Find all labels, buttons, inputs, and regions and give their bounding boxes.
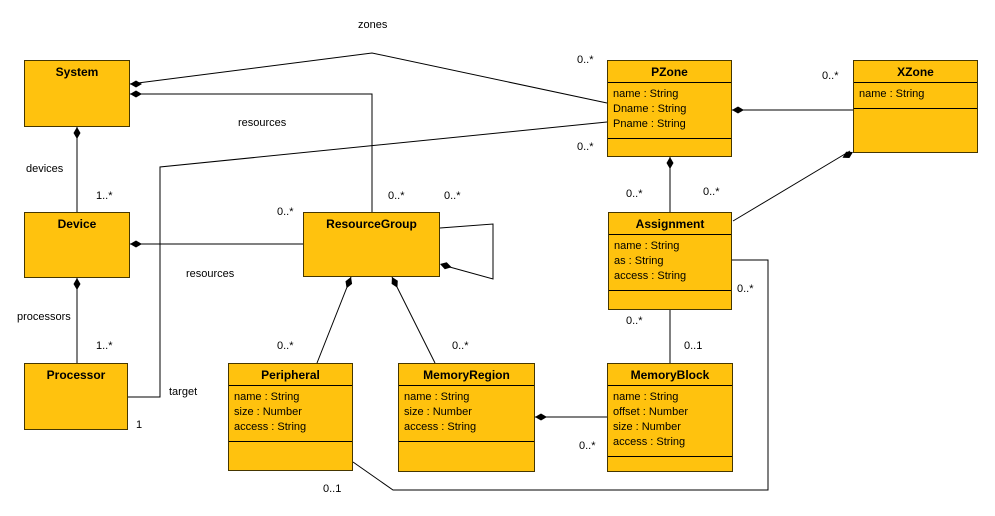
multiplicity-peripheral-assignment: 0..1 [323, 483, 342, 495]
multiplicity-target-processor: 1 [136, 419, 143, 431]
class-attribute: access : String [614, 270, 687, 282]
composition-diamond-system-resources [130, 90, 142, 98]
class-title: XZone [854, 61, 977, 83]
multiplicity-assignment-peripheral: 0..* [737, 283, 754, 295]
composition-diamond-pzone-xzone [732, 106, 744, 114]
class-title: Device [57, 217, 97, 231]
class-attribute: name : String [613, 391, 679, 403]
multiplicity-zones-pzone: 0..* [577, 54, 594, 66]
multiplicity-devices: 1..* [96, 190, 113, 202]
multiplicity-pzone-xzone: 0..* [822, 70, 839, 82]
multiplicity-system-resources: 0..* [388, 190, 405, 202]
class-body [304, 234, 439, 276]
role-label-system-resources: resources [238, 117, 287, 129]
edge-pzone-processor-target [128, 121, 608, 398]
class-device[interactable]: Device [24, 212, 130, 278]
edge-resourcegroup-self [439, 223, 494, 280]
class-processor[interactable]: Processor [24, 363, 128, 430]
class-body [25, 82, 129, 126]
class-title: PZone [608, 61, 731, 83]
composition-diamond-group-memoryregion [391, 277, 398, 288]
class-pzone[interactable]: PZone name : String Dname : String Pname… [607, 60, 732, 157]
role-label-devices: devices [26, 163, 64, 175]
edge-resourcegroup-memoryregion [391, 276, 436, 364]
class-attributes: name : String Dname : String Pname : Str… [608, 83, 731, 139]
edge-system-resourcegroup-resources [130, 93, 373, 212]
class-attribute: Pname : String [613, 118, 686, 130]
class-body [229, 442, 352, 470]
composition-diamond-device-resources [130, 240, 142, 248]
multiplicity-group-memoryregion: 0..* [452, 340, 469, 352]
class-title: Peripheral [229, 364, 352, 386]
class-attribute: Dname : String [613, 103, 687, 115]
composition-diamond-pzone-assignment [666, 157, 674, 169]
multiplicity-group-peripheral: 0..* [277, 340, 294, 352]
class-title: System [55, 65, 99, 79]
class-title: MemoryRegion [399, 364, 534, 386]
class-attribute: as : String [614, 255, 664, 267]
composition-diamond-group-peripheral [345, 277, 353, 289]
class-attribute: name : String [614, 240, 680, 252]
class-title: Assignment [609, 213, 731, 235]
class-body [608, 139, 731, 156]
class-attributes: name : String size : Number access : Str… [399, 386, 534, 442]
class-attribute: size : Number [234, 406, 302, 418]
class-title: Processor [46, 368, 106, 382]
class-attributes: name : String offset : Number size : Num… [608, 386, 732, 457]
multiplicity-memoryblock-assignment: 0..1 [684, 340, 703, 352]
multiplicity-group-self: 0..* [444, 190, 461, 202]
class-assignment[interactable]: Assignment name : String as : String acc… [608, 212, 732, 310]
class-attribute: access : String [234, 421, 307, 433]
composition-diamond-group-self [440, 262, 452, 270]
class-title: ResourceGroup [326, 217, 417, 231]
composition-diamond-memoryregion-memoryblock [535, 413, 547, 421]
edge-assignment-peripheral [352, 259, 769, 491]
class-xzone[interactable]: XZone name : String [853, 60, 978, 153]
class-attribute: name : String [404, 391, 470, 403]
edge-xzone-assignment [732, 150, 851, 222]
multiplicity-assignment-memoryblock: 0..* [626, 315, 643, 327]
class-attribute: size : Number [613, 421, 681, 433]
role-label-target: target [169, 386, 198, 398]
class-attribute: offset : Number [613, 406, 688, 418]
class-attribute: access : String [404, 421, 477, 433]
composition-diamond-xzone-assignment [842, 151, 853, 158]
class-resourcegroup[interactable]: ResourceGroup [303, 212, 440, 277]
class-attributes: name : String as : String access : Strin… [609, 235, 731, 291]
role-label-device-resources: resources [186, 268, 235, 280]
multiplicity-device-resources: 0..* [277, 206, 294, 218]
class-attribute: access : String [613, 436, 686, 448]
class-attribute: name : String [234, 391, 300, 403]
class-body [608, 457, 732, 471]
edge-system-pzone-zones [129, 52, 608, 104]
multiplicity-processors: 1..* [96, 340, 113, 352]
class-body [854, 109, 977, 152]
class-system[interactable]: System [24, 60, 130, 127]
class-title: MemoryBlock [608, 364, 732, 386]
class-attributes: name : String size : Number access : Str… [229, 386, 352, 442]
class-attribute: name : String [859, 88, 925, 100]
multiplicity-xzone-assignment: 0..* [703, 186, 720, 198]
class-body [609, 291, 731, 309]
class-body [399, 442, 534, 471]
class-attribute: size : Number [404, 406, 472, 418]
composition-diamond-system-devices [73, 127, 81, 139]
multiplicity-memoryregion-memoryblock: 0..* [579, 440, 596, 452]
class-peripheral[interactable]: Peripheral name : String size : Number a… [228, 363, 353, 471]
class-memoryregion[interactable]: MemoryRegion name : String size : Number… [398, 363, 535, 472]
class-attribute: name : String [613, 88, 679, 100]
multiplicity-pzone-assignment: 0..* [626, 188, 643, 200]
composition-diamond-device-processors [73, 278, 81, 290]
class-body [25, 385, 127, 429]
class-attributes: name : String [854, 83, 977, 109]
class-memoryblock[interactable]: MemoryBlock name : String offset : Numbe… [607, 363, 733, 472]
multiplicity-target-pzone: 0..* [577, 141, 594, 153]
class-body [25, 234, 129, 277]
role-label-zones: zones [358, 19, 388, 31]
edge-resourcegroup-peripheral [316, 276, 352, 364]
composition-diamond-system-zones [130, 80, 142, 88]
role-label-processors: processors [17, 311, 71, 323]
